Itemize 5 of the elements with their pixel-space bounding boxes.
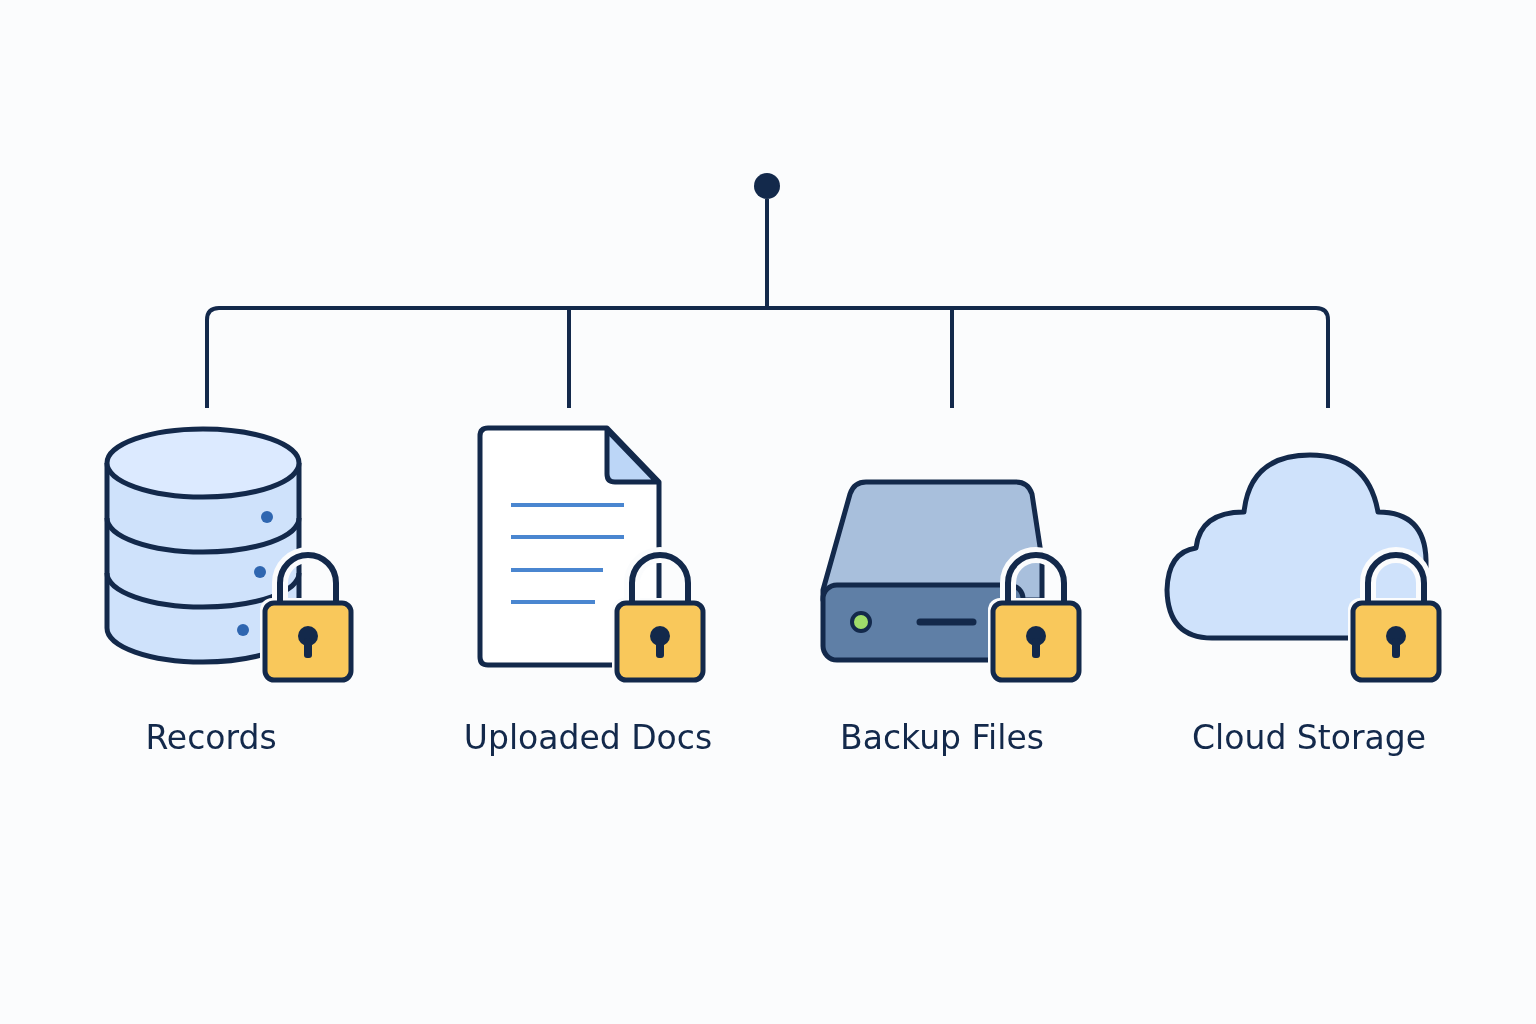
item-label: Records <box>145 718 277 758</box>
item-label: Backup Files <box>840 718 1044 758</box>
junction-dot <box>754 173 780 199</box>
item-label: Cloud Storage <box>1192 718 1426 758</box>
item-label: Uploaded Docs <box>463 718 713 758</box>
